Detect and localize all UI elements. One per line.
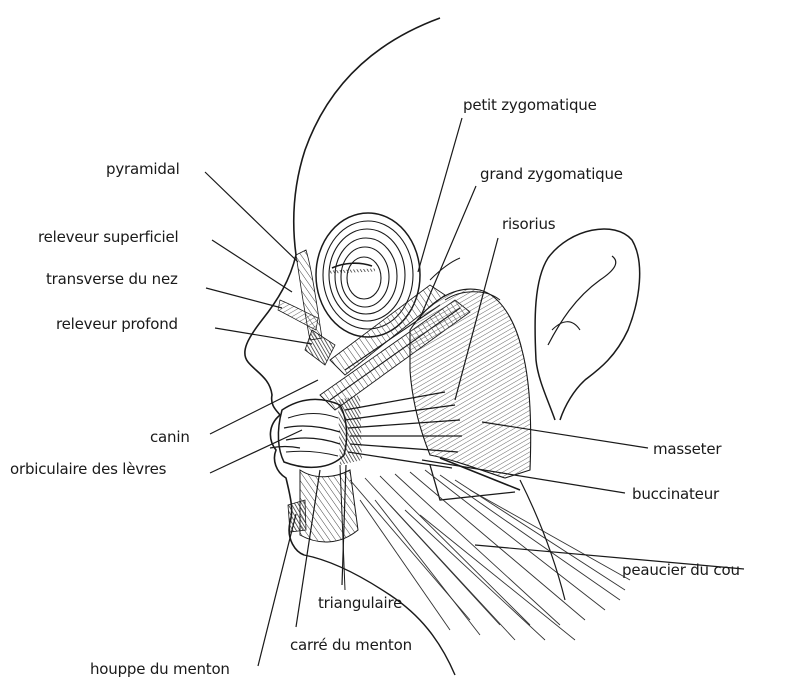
label-grand-zygomatique: grand zygomatique: [480, 165, 623, 183]
label-carre-du-menton: carré du menton: [290, 636, 412, 654]
chin-muscles: [288, 465, 358, 590]
label-houppe-du-menton: houppe du menton: [90, 660, 230, 678]
ear-outline: [535, 229, 640, 420]
label-pyramidal: pyramidal: [106, 160, 180, 178]
label-risorius: risorius: [502, 215, 555, 233]
neck-outline: [304, 555, 455, 675]
label-peaucier-du-cou: peaucier du cou: [622, 561, 740, 579]
label-triangulaire: triangulaire: [318, 594, 402, 612]
label-canin: canin: [150, 428, 190, 446]
nasal-muscles: [278, 250, 335, 365]
label-masseter: masseter: [653, 440, 721, 458]
label-releveur-superficiel: releveur superficiel: [38, 228, 179, 246]
label-transverse-du-nez: transverse du nez: [46, 270, 178, 288]
label-orbiculaire-des-levres: orbiculaire des lèvres: [10, 460, 166, 478]
label-petit-zygomatique: petit zygomatique: [463, 96, 597, 114]
label-buccinateur: buccinateur: [632, 485, 719, 503]
label-releveur-profond: releveur profond: [56, 315, 178, 333]
